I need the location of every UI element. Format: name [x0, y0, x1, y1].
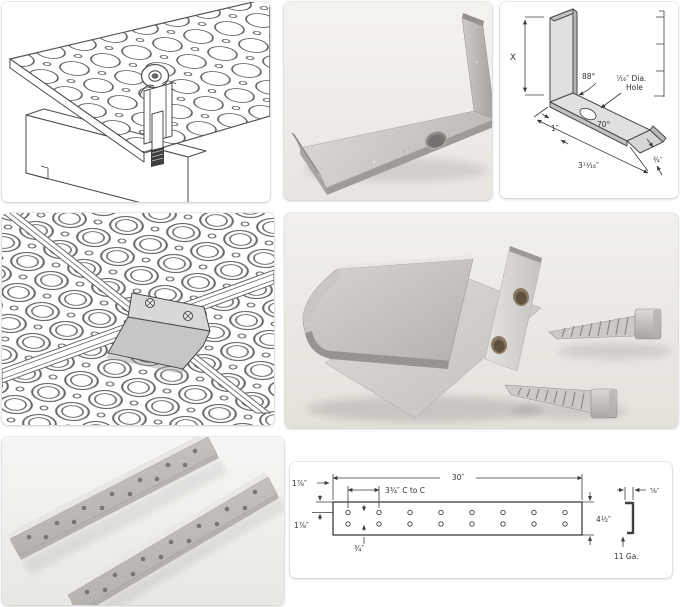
dimension-annotations: X 88° ⁷⁄₁₆″ Dia. Hole 70° 1″ 3¹¹⁄₁₆″ ¾″ — [510, 10, 665, 176]
dim-top-angle: 88° — [582, 72, 596, 81]
z-clip-photo — [284, 2, 492, 200]
clip-screw — [183, 311, 193, 321]
dim-flange-lip: ⅝″ — [650, 487, 660, 495]
splice-plate-dimension-drawing: 30″ 3¾″ C to C 1⅞″ 1⅞″ ¾″ 4½″ — [290, 462, 672, 578]
clip-flange — [461, 17, 492, 119]
plank-seam-clip-drawing — [2, 213, 274, 425]
clip-screw — [145, 298, 155, 308]
dim-hole-dia-2: Hole — [626, 83, 643, 92]
dim-hole-dia-1: ⁷⁄₁₆″ Dia. — [616, 74, 646, 83]
lag-screw — [504, 384, 618, 419]
splice-plates-art — [2, 437, 284, 605]
clip-hole — [579, 107, 597, 121]
plate-holes — [26, 448, 198, 540]
z-clip-dims-art: X 88° ⁷⁄₁₆″ Dia. Hole 70° 1″ 3¹¹⁄₁₆″ ¾″ — [510, 8, 667, 176]
dim-hole-spacing: 3¾″ C to C — [385, 486, 425, 495]
clamp-assembly-art — [8, 2, 270, 202]
clip-hole — [424, 130, 448, 150]
flange-hole — [512, 288, 530, 306]
dim-row-gap: ¾″ — [354, 544, 364, 553]
dim-bottom-angle: 70° — [597, 120, 611, 129]
dim-overall-length: 3¹¹⁄₁₆″ — [578, 161, 599, 170]
lag-screw — [548, 308, 662, 340]
splice-plates-photo — [2, 437, 284, 605]
clip-isometric — [549, 8, 667, 154]
splice-plate-dims-art: 30″ 3¾″ C to C 1⅞″ 1⅞″ ¾″ 4½″ — [292, 471, 660, 561]
edge-ruler — [654, 10, 665, 97]
dim-thickness: 11 Ga. — [614, 552, 639, 561]
splice-plate-back — [7, 437, 219, 560]
seam-clip — [106, 292, 211, 374]
dim-plate-width: 4½″ — [596, 515, 611, 524]
plate-outline — [332, 501, 583, 536]
z-clip — [291, 13, 492, 195]
dim-top-margin: 1⅞″ — [294, 521, 309, 530]
plate-holes — [84, 489, 258, 595]
dim-end-margin: 1⅞″ — [292, 479, 307, 488]
j-clip-photo-art — [285, 213, 678, 428]
bolt-shaft — [151, 110, 164, 152]
flange-hole — [490, 336, 508, 354]
splice-plate-front — [65, 472, 279, 605]
grating-clamp — [139, 63, 177, 167]
clip-bend-edge — [305, 331, 449, 369]
dim-overall-length: 30″ — [452, 473, 465, 482]
dim-lip-height: ¾″ — [653, 156, 663, 164]
plank-seam-art — [2, 213, 274, 425]
dim-height-x: X — [510, 53, 516, 63]
plate-holes — [345, 509, 568, 527]
z-clip-dimension-drawing: X 88° ⁷⁄₁₆″ Dia. Hole 70° 1″ 3¹¹⁄₁₆″ ¾″ — [500, 2, 678, 198]
grating-deck — [8, 2, 270, 163]
z-clip-photo-art — [284, 2, 492, 200]
j-clip-with-bolts-photo — [285, 213, 678, 428]
j-clip — [302, 246, 542, 419]
dimension-annotations: 30″ 3¾″ C to C 1⅞″ 1⅞″ ¾″ 4½″ — [292, 471, 660, 561]
clamp-assembly-drawing — [2, 2, 270, 202]
cross-section: ⅝″ 11 Ga. — [614, 487, 660, 561]
